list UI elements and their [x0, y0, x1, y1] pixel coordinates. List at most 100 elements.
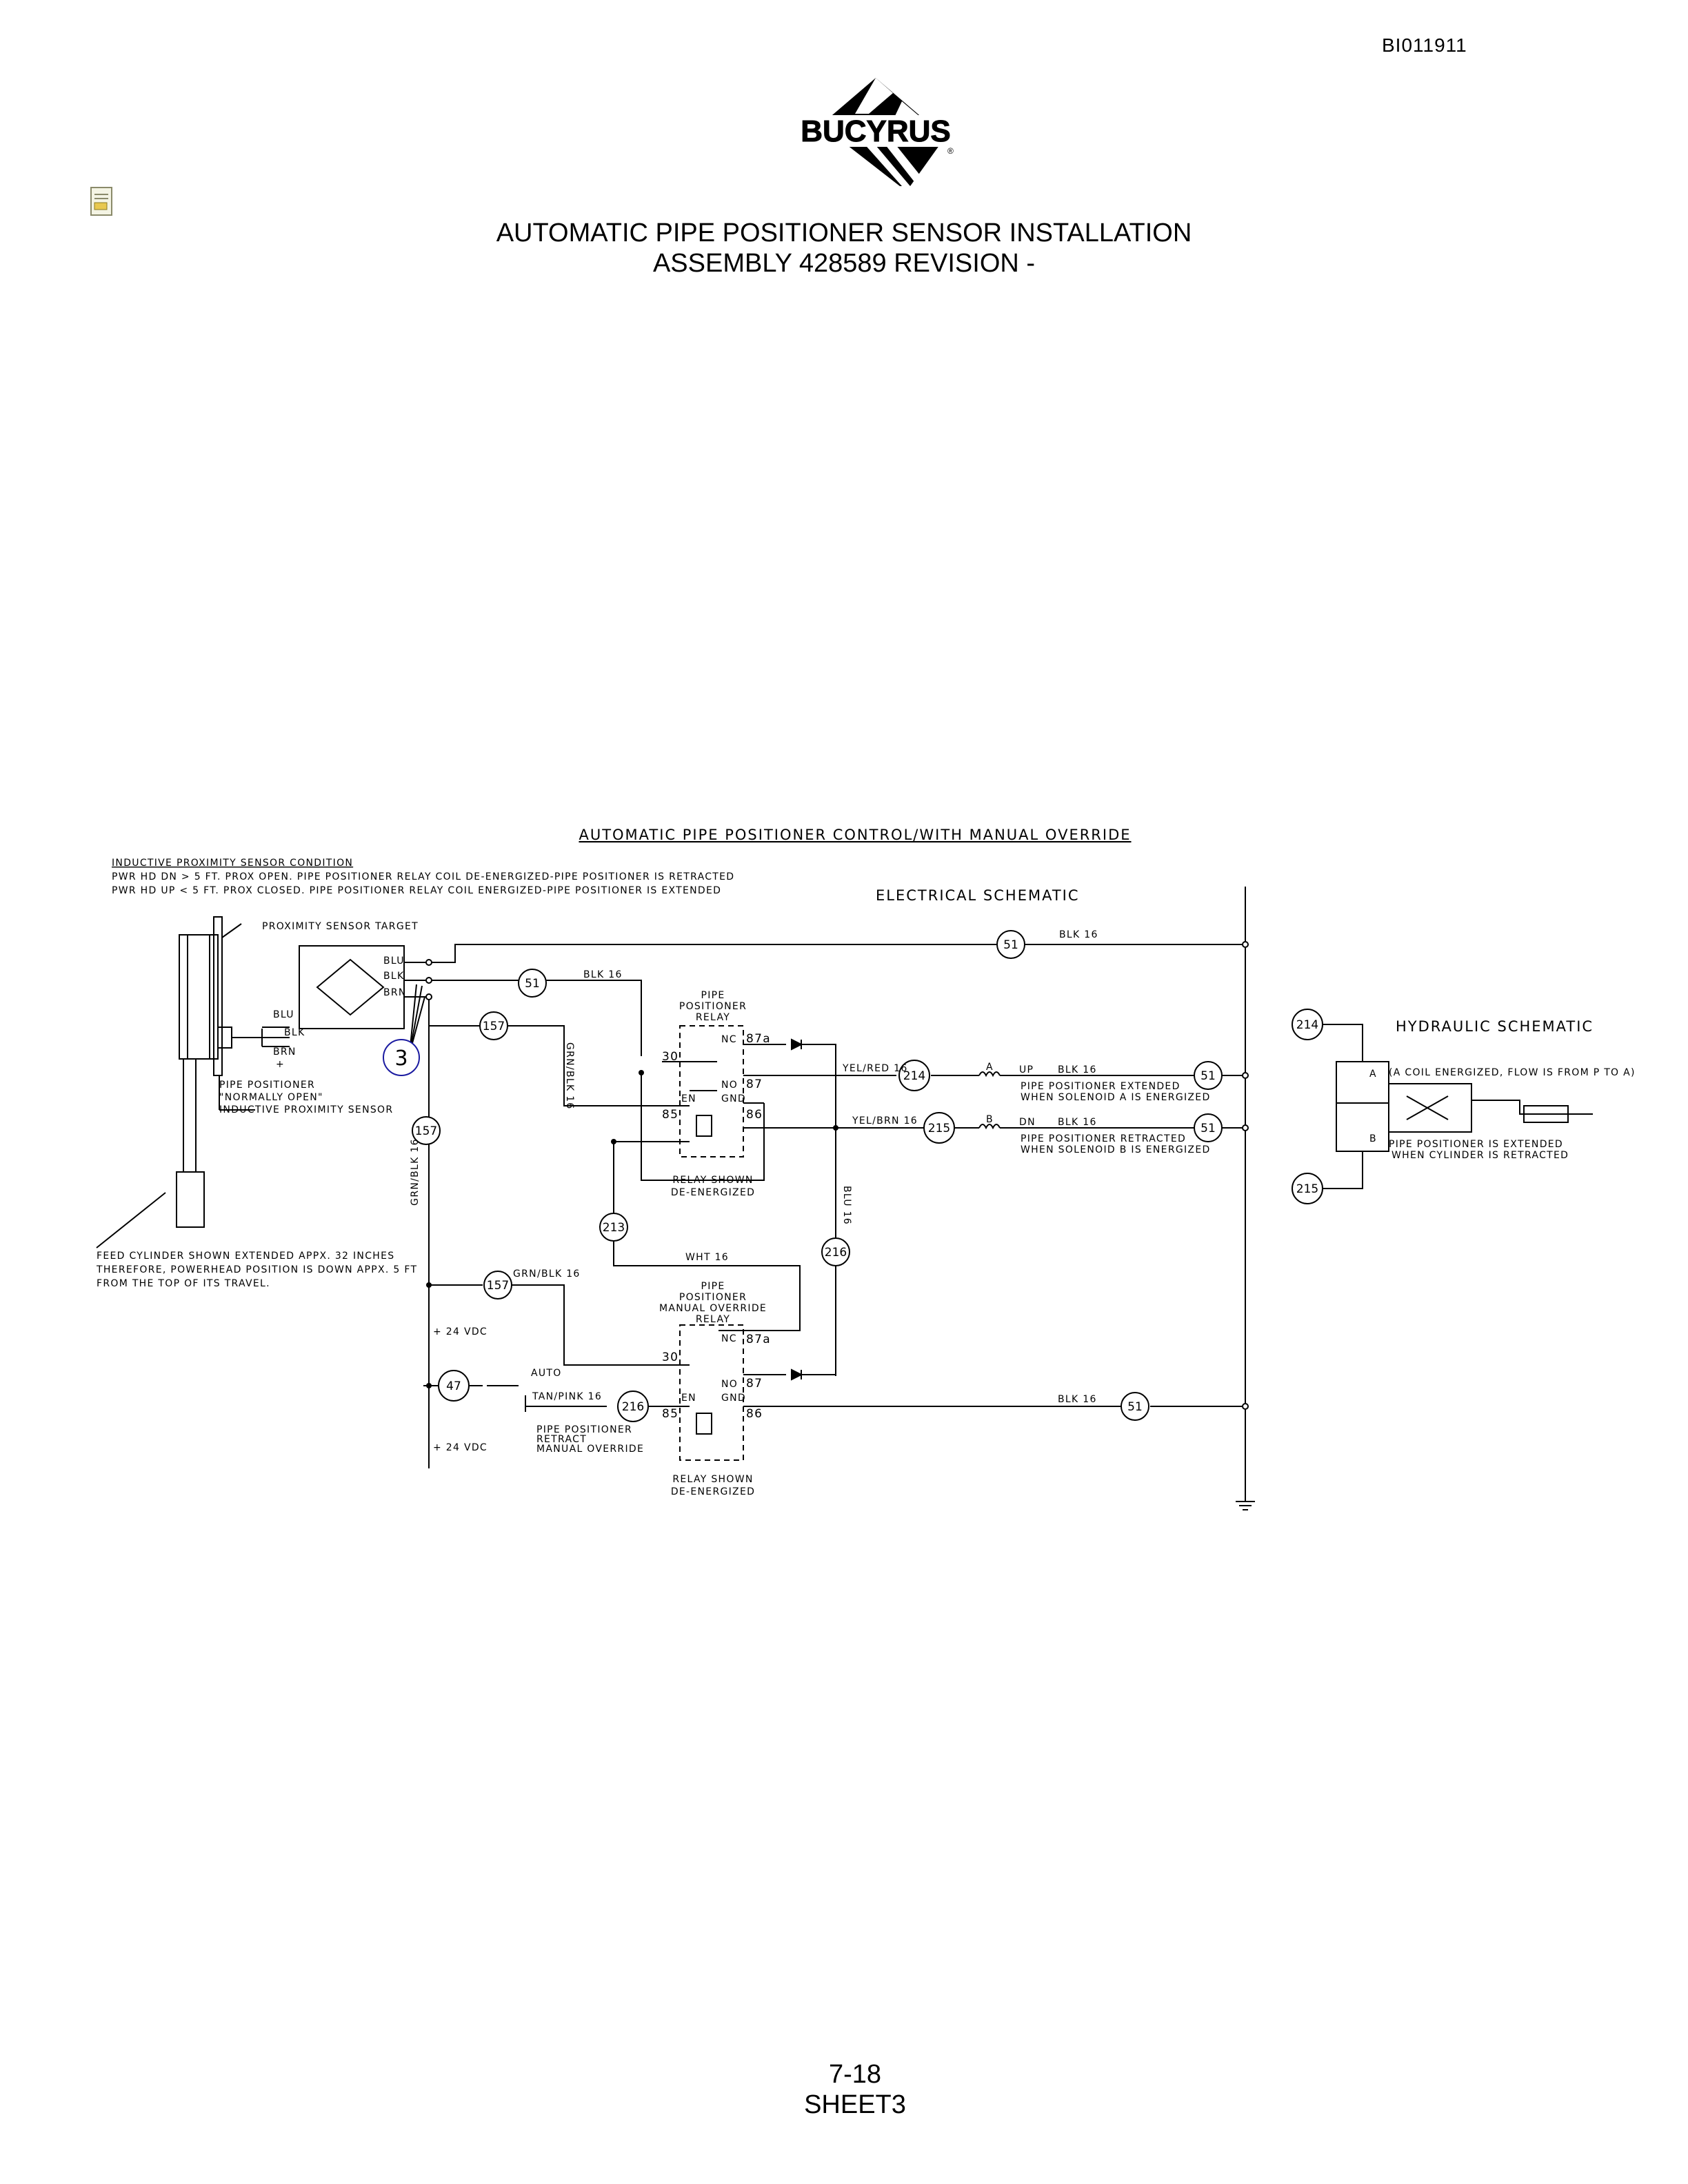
- solenoid-note: PIPE POSITIONER EXTENDED: [1021, 1081, 1180, 1092]
- svg-text:®: ®: [947, 146, 954, 156]
- solenoid-label: A: [986, 1062, 994, 1073]
- solenoid-note: WHEN SOLENOID A IS ENERGIZED: [1021, 1092, 1211, 1103]
- node-51-top: [996, 930, 1025, 959]
- node-157-b: [412, 1116, 441, 1145]
- node-216-a: [821, 1237, 850, 1266]
- solenoid-note: PIPE POSITIONER RETRACTED: [1021, 1133, 1186, 1144]
- node-label: 214: [1296, 1018, 1318, 1032]
- diagram-heading: AUTOMATIC PIPE POSITIONER CONTROL/WITH M…: [579, 827, 1131, 843]
- node-label: 51: [1200, 1122, 1216, 1135]
- solenoid-label: DN: [1019, 1117, 1036, 1128]
- pin-label: NO: [721, 1379, 738, 1390]
- relay1-label: RELAY: [696, 1012, 730, 1023]
- node-label: 47: [446, 1379, 461, 1393]
- node-label: 216: [622, 1400, 644, 1414]
- page-number: 7-18: [828, 2060, 882, 2089]
- wire-label: GRN/BLK 16: [410, 1138, 421, 1206]
- hydraulic-heading: HYDRAULIC SCHEMATIC: [1396, 1018, 1594, 1035]
- pin-label: NC: [721, 1034, 737, 1045]
- node-215: [923, 1112, 955, 1144]
- electrical-heading: ELECTRICAL SCHEMATIC: [876, 887, 1080, 904]
- pin-label: GND: [721, 1093, 746, 1104]
- wire-label: BLK: [383, 971, 405, 982]
- feed-cylinder-note: FROM THE TOP OF ITS TRAVEL.: [97, 1278, 270, 1289]
- pin-label: NC: [721, 1333, 737, 1344]
- node-label: 51: [1127, 1400, 1143, 1414]
- node-label: 213: [603, 1221, 625, 1235]
- relay2-shown: RELAY SHOWN: [672, 1474, 753, 1485]
- document-id: BI011911: [1382, 34, 1467, 56]
- node-label: 214: [903, 1069, 925, 1083]
- wire-label: GRN/BLK 16: [564, 1042, 575, 1110]
- pin-label: 87a: [746, 1032, 771, 1046]
- hydraulic-note: PIPE POSITIONER IS EXTENDED: [1389, 1139, 1563, 1150]
- node-label: 215: [928, 1122, 950, 1135]
- node-label: 157: [483, 1020, 505, 1033]
- wire-label: + 24 VDC: [433, 1442, 488, 1453]
- wire-label: YEL/BRN 16: [852, 1115, 918, 1126]
- callout-label: 3: [394, 1046, 408, 1071]
- relay2-label: POSITIONER: [679, 1292, 747, 1303]
- relay1-shown: DE-ENERGIZED: [671, 1187, 755, 1198]
- node-216-b: [617, 1391, 649, 1422]
- pin-label: NO: [721, 1080, 738, 1091]
- wire-label: BLU: [383, 956, 405, 967]
- pin-label: 87: [746, 1078, 763, 1091]
- pin-label: EN: [681, 1393, 696, 1404]
- relay2-label: PIPE: [701, 1281, 725, 1292]
- relay1-shown: RELAY SHOWN: [672, 1175, 753, 1186]
- sensor-label: "NORMALLY OPEN": [219, 1092, 323, 1103]
- pin-label: 86: [746, 1108, 763, 1122]
- solenoid-note: WHEN SOLENOID B IS ENERGIZED: [1021, 1144, 1211, 1155]
- wire-label: +: [276, 1059, 285, 1070]
- callout-3: [383, 1039, 420, 1076]
- hydraulic-note: WHEN CYLINDER IS RETRACTED: [1391, 1150, 1569, 1161]
- node-label: 157: [415, 1124, 437, 1138]
- switch-label: PIPE POSITIONER: [536, 1424, 632, 1435]
- node-214-hyd: [1292, 1009, 1323, 1040]
- port-label: B: [1369, 1133, 1377, 1144]
- wire-label: BLK: [284, 1027, 305, 1038]
- pin-label: EN: [681, 1093, 696, 1104]
- pin-label: 87a: [746, 1333, 771, 1346]
- wire-label: BLK 16: [583, 969, 623, 980]
- node-51-b: [1194, 1113, 1223, 1142]
- wire-label: BRN: [383, 987, 407, 998]
- pin-label: 86: [746, 1407, 763, 1421]
- wire-label: BLK 16: [1058, 1117, 1097, 1128]
- solenoid-label: B: [986, 1114, 994, 1125]
- pin-label: 30: [662, 1050, 679, 1064]
- wire-label: GRN/BLK 16: [513, 1268, 581, 1280]
- node-51-blk: [518, 969, 547, 998]
- node-47: [438, 1370, 470, 1402]
- svg-text:BUCYRUS: BUCYRUS: [801, 114, 951, 148]
- feed-cylinder-note: THEREFORE, POWERHEAD POSITION IS DOWN AP…: [96, 1264, 417, 1275]
- sensor-condition-line: PWR HD DN > 5 FT. PROX OPEN. PIPE POSITI…: [112, 871, 734, 882]
- hydraulic-flow-note: (A COIL ENERGIZED, FLOW IS FROM P TO A): [1389, 1067, 1636, 1078]
- relay1-label: PIPE: [701, 990, 725, 1001]
- node-157-c: [483, 1271, 512, 1300]
- wire-label: YEL/RED 16: [842, 1063, 908, 1074]
- relay2-label: RELAY: [696, 1314, 730, 1325]
- wire-label: BLK 16: [1058, 1394, 1097, 1405]
- page-title-line-1: AUTOMATIC PIPE POSITIONER SENSOR INSTALL…: [496, 219, 1192, 247]
- node-label: 215: [1296, 1182, 1318, 1196]
- node-51-a: [1194, 1061, 1223, 1090]
- pin-label: 85: [662, 1108, 679, 1122]
- node-label: 157: [487, 1279, 509, 1293]
- node-label: 216: [825, 1246, 847, 1260]
- node-label: 51: [1200, 1069, 1216, 1083]
- pin-label: 87: [746, 1377, 763, 1391]
- pin-label: 85: [662, 1407, 679, 1421]
- note-icon[interactable]: [88, 186, 116, 218]
- bucyrus-logo: BUCYRUS ®: [781, 78, 971, 186]
- switch-label: RETRACT: [536, 1434, 587, 1445]
- prox-target-label: PROXIMITY SENSOR TARGET: [262, 921, 419, 932]
- wire-label: BLK 16: [1059, 929, 1098, 940]
- node-215-hyd: [1292, 1173, 1323, 1204]
- feed-cylinder-note: FEED CYLINDER SHOWN EXTENDED APPX. 32 IN…: [97, 1251, 394, 1262]
- wire-label: BRN: [273, 1046, 297, 1058]
- solenoid-label: UP: [1019, 1064, 1034, 1075]
